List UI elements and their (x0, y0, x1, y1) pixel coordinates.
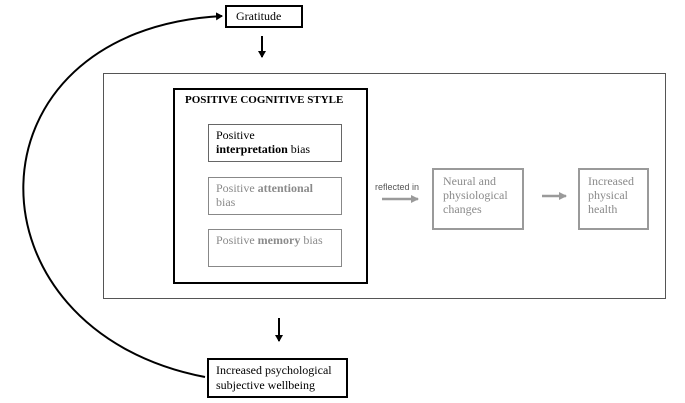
wellbeing-line: Increased psychological (216, 363, 332, 377)
bias-prefix: Positive (216, 233, 255, 247)
cognitive-style-title: POSITIVE COGNITIVE STYLE (185, 94, 344, 106)
bias-suffix: bias (303, 233, 323, 247)
feedback-loop-arrow (22, 12, 223, 378)
interpretation-bias-box: Positive interpretation bias (208, 124, 342, 162)
bias-prefix: Positive (216, 128, 255, 142)
bias-suffix: bias (216, 195, 236, 209)
gratitude-box: Gratitude (225, 5, 303, 28)
physical-health-box: Increased physical health (578, 168, 649, 230)
cognitive-style-box (173, 88, 368, 284)
bias-prefix: Positive (216, 181, 255, 195)
gratitude-label: Gratitude (236, 9, 282, 23)
neural-line: changes (443, 202, 482, 216)
attentional-bias-box: Positive attentional bias (208, 177, 342, 215)
reflected-in-label: reflected in (375, 182, 420, 192)
bias-keyword: interpretation (216, 142, 288, 156)
bias-keyword: attentional (257, 181, 314, 195)
memory-bias-box: Positive memory bias (208, 229, 342, 267)
wellbeing-box: Increased psychological subjective wellb… (207, 358, 348, 398)
bias-keyword: memory (257, 233, 301, 247)
health-line: physical (588, 188, 628, 202)
health-line: health (588, 202, 618, 216)
neural-line: Neural and (443, 174, 496, 188)
neural-changes-box: Neural and physiological changes (432, 168, 524, 230)
bias-suffix: bias (290, 142, 311, 156)
health-line: Increased (588, 174, 634, 188)
wellbeing-line: subjective wellbeing (216, 378, 315, 392)
outer-frame (103, 73, 666, 299)
neural-line: physiological (443, 188, 508, 202)
